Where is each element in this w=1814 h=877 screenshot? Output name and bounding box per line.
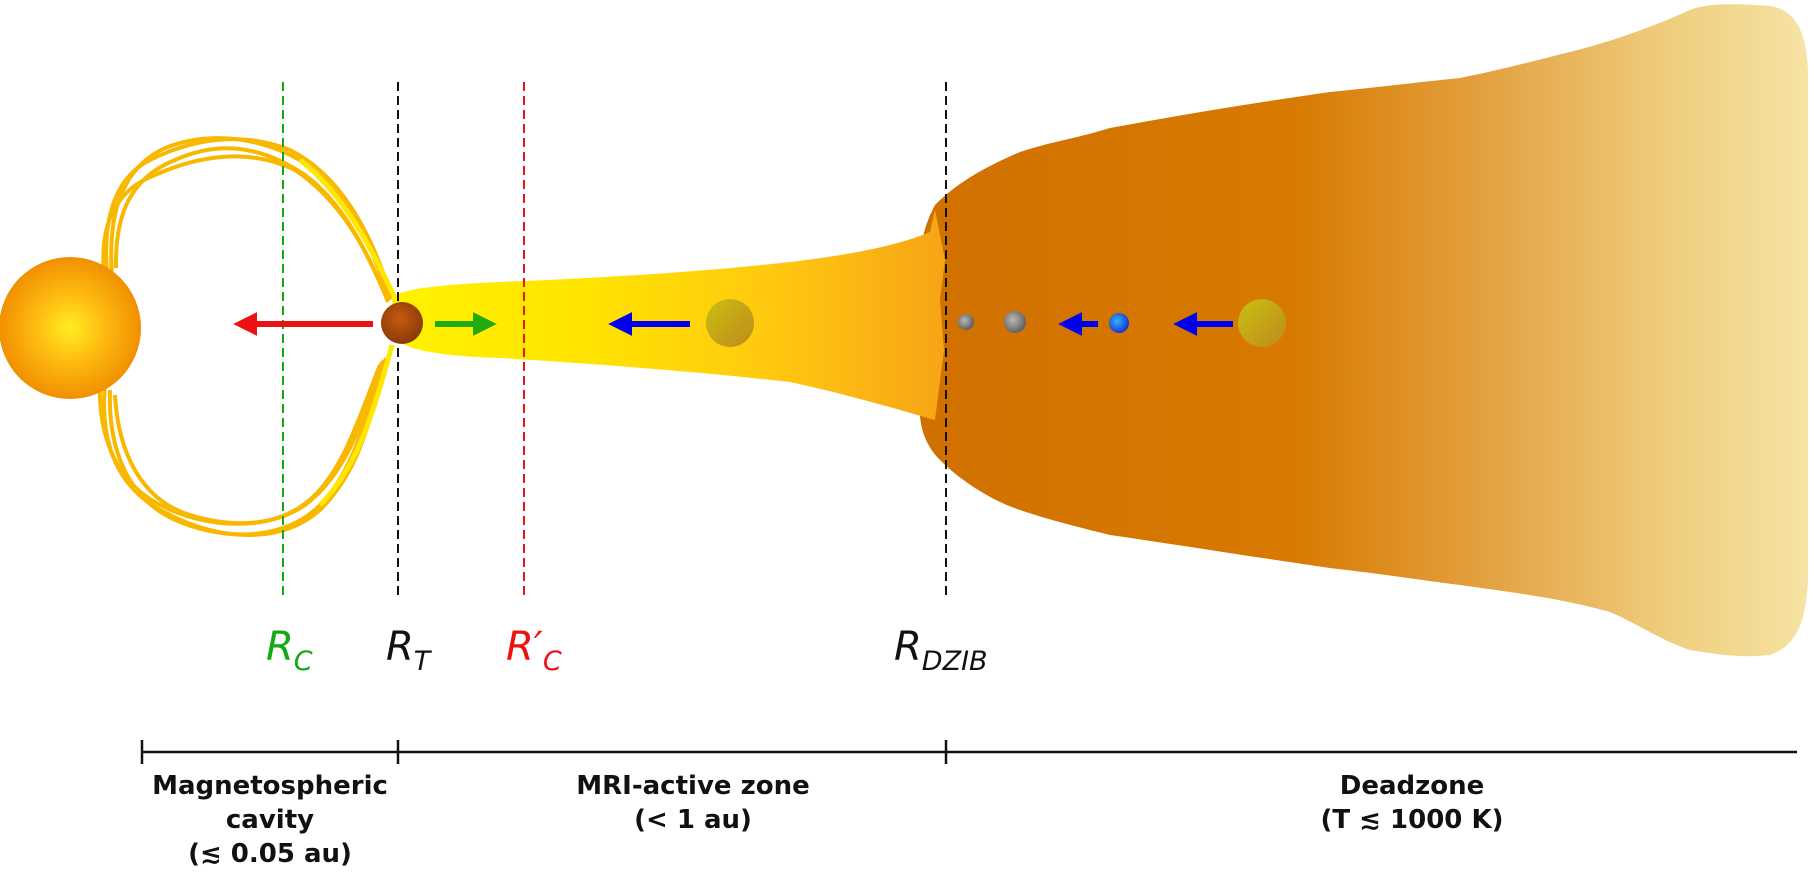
svg-text:(≲ 0.05 au): (≲ 0.05 au) [188,839,352,869]
rc-prime-label: R′C [506,624,562,677]
rc-label: RC [266,624,313,677]
svg-text:Deadzone: Deadzone [1340,771,1485,801]
planet-icon [1004,311,1026,333]
svg-text:(< 1 au): (< 1 au) [634,805,752,835]
zone-scale-bar [140,740,1797,764]
planet-icon [958,314,974,330]
svg-text:Magnetospheric: Magnetospheric [152,771,388,801]
zone-magnetospheric: Magnetospheric cavity (≲ 0.05 au) [152,771,388,869]
magnetic-field-lines-upper [101,136,394,303]
planet-icon [1238,299,1286,347]
zone-mri-active: MRI-active zone (< 1 au) [576,771,809,835]
rdzib-label: RDZIB [894,624,988,677]
planet-icon [1109,313,1129,333]
planet-icon [381,302,423,344]
planet-icon [706,299,754,347]
magnetic-field-lines-lower [97,357,388,537]
field-lines-truncation [298,158,398,507]
mri-active-disk [392,210,945,420]
svg-text:cavity: cavity [226,805,314,835]
zone-deadzone: Deadzone (T ≲ 1000 K) [1321,771,1504,835]
rt-label: RT [386,624,433,677]
deadzone-disk [916,4,1808,657]
star-icon [0,257,141,399]
svg-text:MRI-active zone: MRI-active zone [576,771,809,801]
svg-text:(T ≲ 1000 K): (T ≲ 1000 K) [1321,805,1504,835]
